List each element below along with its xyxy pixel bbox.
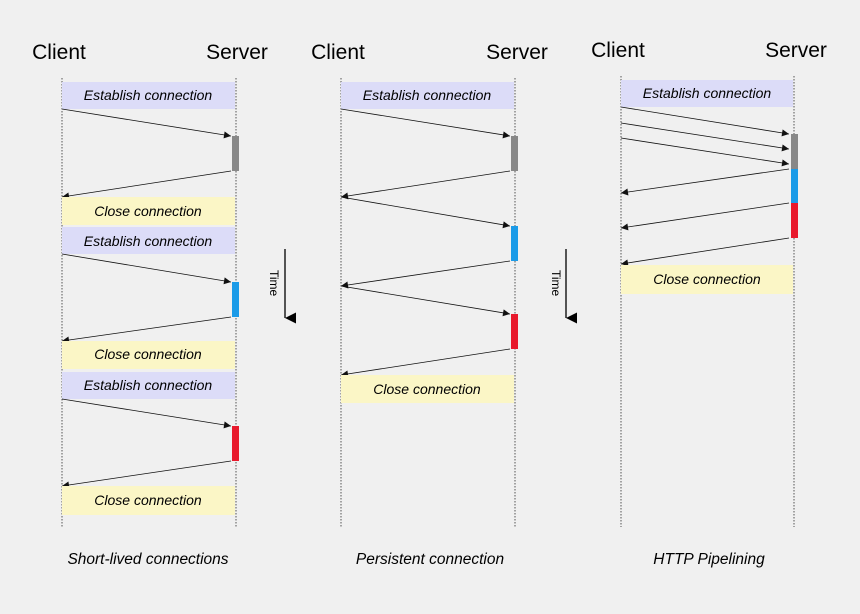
close-connection-box (621, 265, 793, 294)
server-header: Server (206, 41, 268, 64)
establish-connection-label: Establish connection (84, 377, 213, 393)
column-pipelining: Client Server Establish connection Close… (591, 39, 827, 568)
client-header: Client (591, 39, 645, 62)
server-header: Server (486, 41, 548, 64)
request-arrow (620, 122, 790, 152)
response-arrow (61, 460, 232, 489)
response-arrow (620, 202, 790, 231)
server-header: Server (765, 39, 827, 62)
response-arrow (620, 168, 790, 196)
client-header: Client (311, 41, 365, 64)
processing-bar-request-2 (791, 169, 798, 203)
client-header: Client (32, 41, 86, 64)
caption: Persistent connection (356, 551, 504, 568)
column-persistent: Client Server Establish connection Close… (311, 41, 548, 568)
processing-bar-request-2 (232, 282, 239, 317)
establish-connection-label: Establish connection (643, 85, 772, 101)
close-connection-label: Close connection (94, 203, 202, 219)
processing-bar-request-1 (232, 136, 239, 171)
response-arrow (61, 170, 232, 200)
establish-connection-box (621, 80, 793, 107)
close-connection-box (62, 197, 235, 225)
request-arrow (620, 106, 790, 137)
request-arrow (340, 108, 511, 139)
request-arrow (340, 285, 511, 317)
processing-bar-request-3 (791, 203, 798, 238)
time-label: Time (549, 270, 563, 297)
response-arrow (340, 170, 511, 200)
close-connection-box (62, 341, 235, 369)
time-axis: Time (549, 249, 577, 324)
request-arrow (61, 253, 232, 285)
request-arrow (61, 108, 232, 139)
processing-bar-request-3 (232, 426, 239, 461)
caption: Short-lived connections (67, 551, 228, 568)
response-arrow (340, 260, 511, 289)
establish-connection-box (62, 372, 235, 399)
close-connection-box (62, 486, 235, 515)
processing-bar-request-3 (511, 314, 518, 349)
close-connection-label: Close connection (94, 346, 202, 362)
establish-connection-box (62, 82, 235, 109)
close-connection-label: Close connection (653, 271, 761, 287)
processing-bar-request-2 (511, 226, 518, 261)
response-arrow (61, 316, 232, 344)
time-label: Time (267, 270, 281, 297)
close-connection-box (341, 375, 514, 403)
close-connection-label: Close connection (94, 492, 202, 508)
close-connection-label: Close connection (373, 381, 481, 397)
processing-bar-request-1 (511, 136, 518, 171)
establish-connection-label: Establish connection (84, 87, 213, 103)
processing-bar-request-1 (791, 134, 798, 169)
establish-connection-box (341, 82, 514, 109)
establish-connection-label: Establish connection (363, 87, 492, 103)
caption: HTTP Pipelining (653, 551, 765, 568)
establish-connection-label: Establish connection (84, 233, 213, 249)
request-arrow (61, 398, 232, 429)
request-arrow (340, 196, 511, 229)
request-arrow (620, 137, 790, 167)
time-axis: Time (267, 249, 296, 324)
column-short-lived: Client Server Establish connection Close… (32, 41, 268, 568)
establish-connection-box (62, 227, 235, 254)
response-arrow (340, 348, 511, 378)
response-arrow (620, 237, 790, 267)
